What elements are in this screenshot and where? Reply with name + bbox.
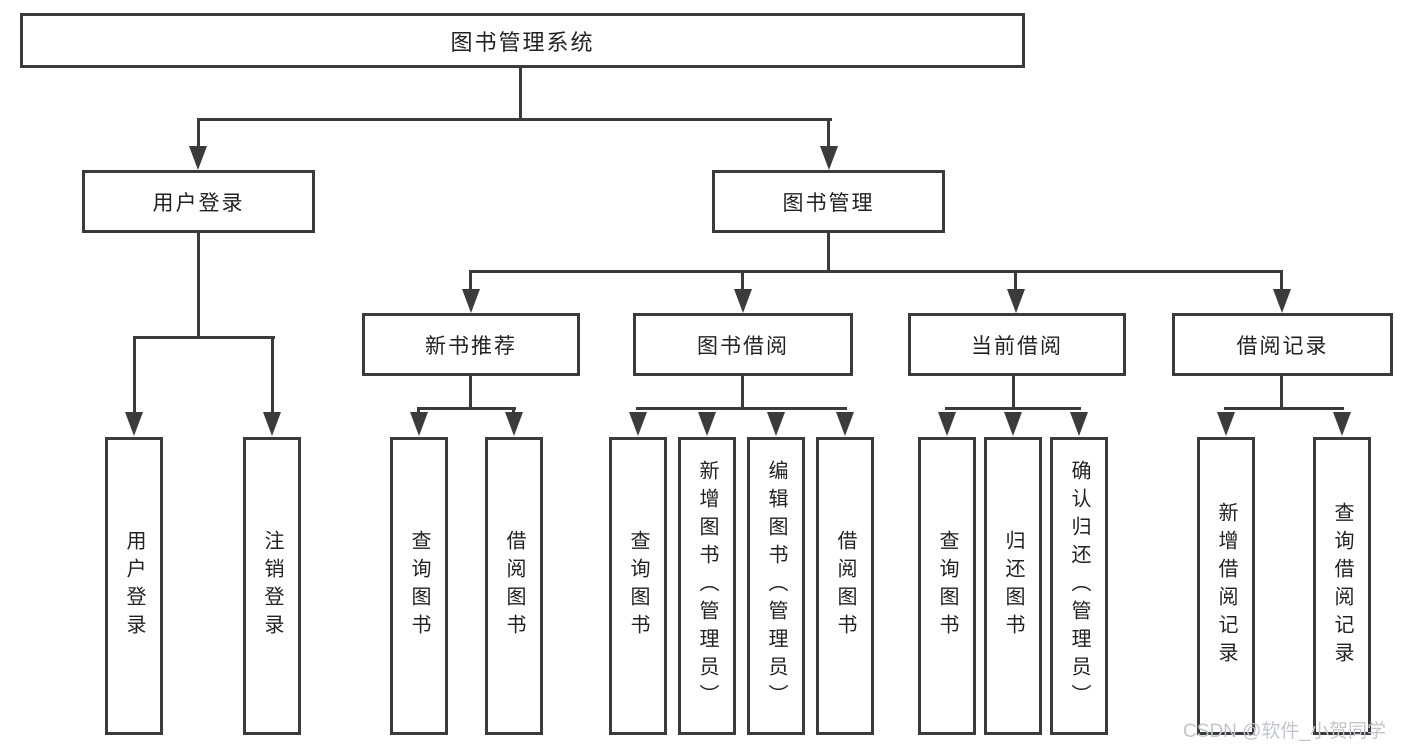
leaf-label: 借阅图书 [503, 530, 525, 642]
arrow-down-icon [1217, 412, 1235, 436]
connector-line [1280, 270, 1283, 290]
arrow-down-icon [462, 289, 480, 313]
connector-line [133, 336, 136, 414]
leaf-label: 归还图书 [1002, 530, 1024, 642]
connector-line [512, 407, 515, 415]
arrow-down-icon [410, 412, 428, 436]
arrow-down-icon [767, 412, 785, 436]
arrow-down-icon [820, 146, 838, 170]
arrow-down-icon [1273, 289, 1291, 313]
arrow-down-icon [125, 412, 143, 436]
node-book-management: 图书管理 [712, 170, 945, 233]
connector-line [741, 376, 744, 409]
connector-line [469, 270, 1283, 273]
arrow-down-icon [938, 412, 956, 436]
node-user-login: 用户登录 [82, 170, 315, 233]
connector-line [271, 336, 274, 414]
leaf-label: 确认归还（管理员） [1068, 460, 1090, 712]
leaf-label: 注销登录 [261, 530, 283, 642]
leaf-current-confirm-return-admin: 确认归还（管理员） [1050, 437, 1108, 735]
arrow-down-icon [836, 412, 854, 436]
leaf-borrowing-edit-book-admin: 编辑图书（管理员） [747, 437, 805, 735]
leaf-label: 借阅图书 [834, 530, 856, 642]
connector-line [469, 376, 472, 409]
leaf-label: 新增图书（管理员） [696, 460, 718, 712]
leaf-records-query-record: 查询借阅记录 [1313, 437, 1371, 735]
connector-line [636, 407, 847, 410]
arrow-down-icon [263, 412, 281, 436]
connector-line [197, 233, 200, 338]
node-current-borrowing: 当前借阅 [908, 313, 1126, 376]
leaf-label: 查询图书 [408, 530, 430, 642]
leaf-recommend-query-book: 查询图书 [390, 437, 448, 735]
leaf-current-query-book: 查询图书 [918, 437, 976, 735]
leaf-borrowing-query-book: 查询图书 [609, 437, 667, 735]
connector-line [1014, 270, 1017, 290]
arrow-down-icon [734, 289, 752, 313]
leaf-current-return-book: 归还图书 [984, 437, 1042, 735]
arrow-down-icon [189, 146, 207, 170]
leaf-label: 新增借阅记录 [1215, 502, 1237, 670]
leaf-records-add-record: 新增借阅记录 [1197, 437, 1255, 735]
arrow-down-icon [505, 412, 523, 436]
connector-line [417, 407, 420, 415]
connector-line [133, 336, 275, 339]
leaf-borrowing-borrow-book: 借阅图书 [816, 437, 874, 735]
arrow-down-icon [1333, 412, 1351, 436]
connector-line [469, 270, 472, 290]
leaf-label: 用户登录 [123, 530, 145, 642]
connector-line [1012, 376, 1015, 409]
connector-line [827, 118, 830, 148]
arrow-down-icon [629, 412, 647, 436]
arrow-down-icon [1070, 412, 1088, 436]
connector-line [741, 270, 744, 290]
connector-line [197, 118, 200, 148]
leaf-label: 编辑图书（管理员） [765, 460, 787, 712]
leaf-borrowing-add-book-admin: 新增图书（管理员） [678, 437, 736, 735]
arrow-down-icon [1007, 289, 1025, 313]
leaf-user-login: 用户登录 [105, 437, 163, 735]
connector-line [1280, 376, 1283, 409]
node-new-book-recommendation: 新书推荐 [362, 313, 580, 376]
leaf-label: 查询借阅记录 [1331, 502, 1353, 670]
leaf-logout: 注销登录 [243, 437, 301, 735]
node-borrowing-records: 借阅记录 [1172, 313, 1393, 376]
connector-line [519, 68, 522, 120]
connector-line [945, 407, 1081, 410]
arrow-down-icon [698, 412, 716, 436]
node-book-borrowing: 图书借阅 [633, 313, 853, 376]
connector-line [827, 233, 830, 272]
leaf-label: 查询图书 [936, 530, 958, 642]
leaf-label: 查询图书 [627, 530, 649, 642]
node-library-management-system: 图书管理系统 [20, 13, 1025, 68]
leaf-recommend-borrow-book: 借阅图书 [485, 437, 543, 735]
connector-line [1224, 407, 1344, 410]
arrow-down-icon [1004, 412, 1022, 436]
csdn-watermark: CSDN @软件_小贺同学 [1183, 721, 1386, 742]
connector-line [197, 118, 832, 121]
connector-line [417, 407, 516, 410]
